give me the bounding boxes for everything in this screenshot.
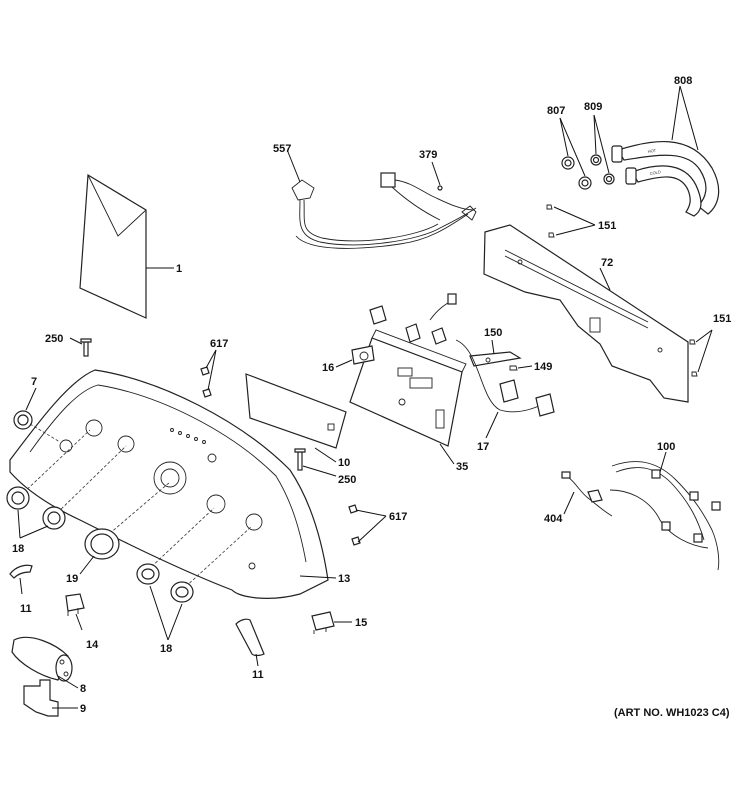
callout-100: 100 (657, 441, 675, 453)
trim-11-left (9, 564, 33, 579)
callout-16: 16 (322, 362, 334, 374)
callout-18-left: 18 (12, 543, 24, 555)
callout-617-top: 617 (210, 338, 228, 350)
callout-1: 1 (176, 263, 182, 275)
callout-807: 807 (547, 105, 565, 117)
callout-11-left: 11 (20, 603, 32, 615)
knobs-18-left (6, 486, 66, 530)
callout-19: 19 (66, 573, 78, 585)
callout-8: 8 (80, 683, 86, 695)
hose-washers (561, 154, 615, 190)
callout-7: 7 (31, 376, 37, 388)
backsplash-panel (483, 224, 689, 403)
power-cord (291, 179, 477, 249)
control-console (9, 369, 329, 599)
switch-15 (311, 611, 335, 634)
knobs-18-bottom (136, 563, 194, 603)
callout-10: 10 (338, 457, 350, 469)
callout-11-bottom: 11 (252, 669, 264, 681)
wire-harness-connector (380, 172, 477, 221)
hose-hot-marking: HOT (647, 147, 657, 153)
knob-19 (84, 528, 120, 560)
callout-17: 17 (477, 441, 489, 453)
callout-151-right: 151 (713, 313, 731, 325)
callout-404: 404 (544, 513, 563, 525)
inlet-hoses: HOT COLD (611, 140, 720, 217)
callout-15: 15 (355, 617, 367, 629)
callout-250-left: 250 (45, 333, 63, 345)
main-wire-harness (609, 461, 721, 571)
selector-switch (351, 345, 375, 365)
callout-18-bottom: 18 (160, 643, 172, 655)
clips-617-bottom (348, 504, 361, 546)
callout-9: 9 (80, 703, 86, 715)
lid-switch-harness (455, 339, 555, 417)
screw-250-left (80, 338, 92, 357)
callout-14: 14 (86, 639, 99, 651)
callout-557: 557 (273, 143, 291, 155)
callout-151-top: 151 (598, 220, 616, 232)
callout-379: 379 (419, 149, 437, 161)
screws-right (689, 339, 698, 377)
hose-cold-marking: COLD (649, 169, 661, 176)
trim-11-bottom (235, 618, 265, 657)
knob-7 (13, 410, 33, 430)
capacitor-8 (11, 636, 73, 682)
lid-switch-bracket (469, 351, 522, 367)
screws-top (546, 204, 555, 238)
alignment-lines (19, 423, 253, 591)
screw-149 (509, 365, 518, 371)
actuator-14 (65, 593, 85, 616)
callout-150: 150 (484, 327, 502, 339)
sensor-harness-404 (561, 471, 613, 517)
screw-250-center (294, 448, 306, 471)
board-switches (369, 293, 457, 345)
clips-617-top (200, 366, 212, 398)
callout-617-bottom: 617 (389, 511, 407, 523)
callout-250-center: 250 (338, 474, 356, 486)
callout-149: 149 (534, 361, 552, 373)
control-board (349, 329, 467, 447)
callout-35: 35 (456, 461, 468, 473)
callout-808: 808 (674, 75, 692, 87)
panel-insert (245, 373, 347, 449)
callout-809: 809 (584, 101, 602, 113)
capacitor-bracket-9 (23, 679, 59, 717)
callout-13: 13 (338, 573, 350, 585)
art-number: (ART NO. WH1023 C4) (614, 707, 730, 719)
owners-manual-sheet (79, 173, 147, 319)
callout-72: 72 (601, 257, 613, 269)
